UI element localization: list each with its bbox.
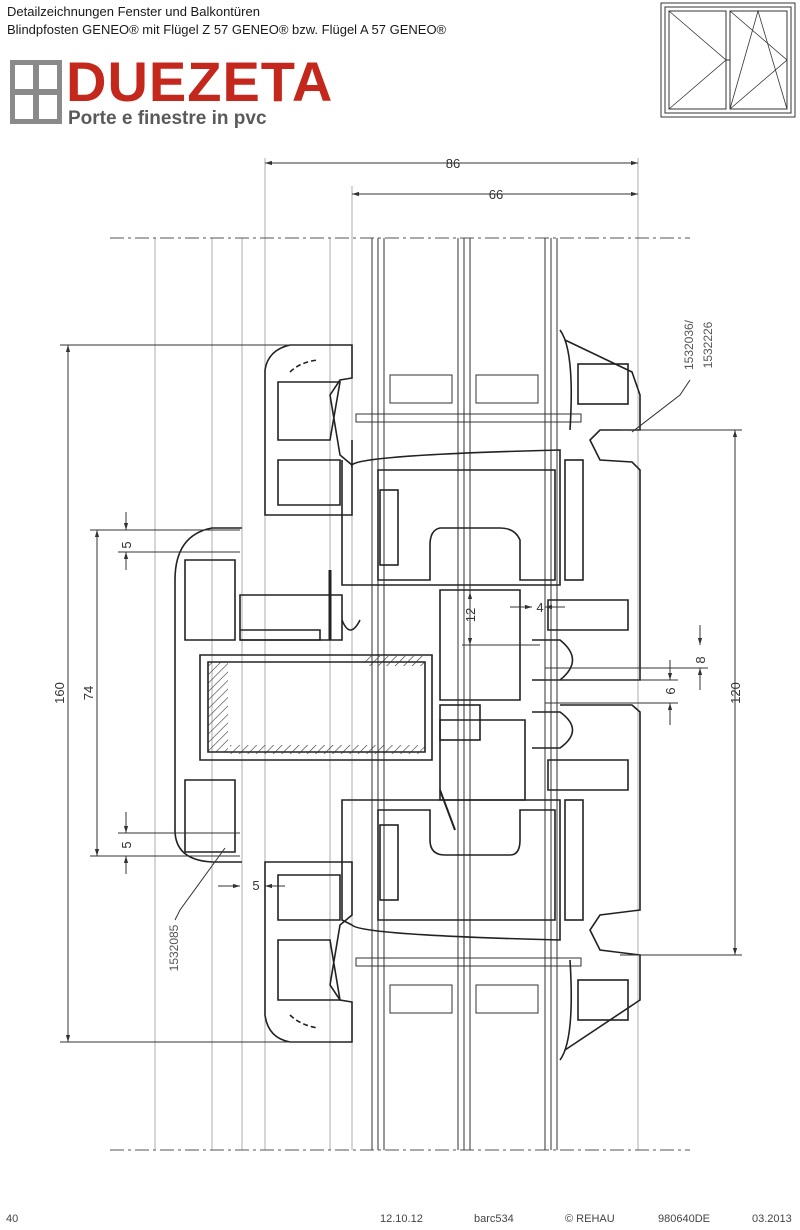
part-number-top-2: 1532226 [701, 321, 715, 368]
dim-4-label: 4 [536, 600, 543, 615]
dim-6-label: 6 [663, 687, 678, 694]
dim-5-upper-label: 5 [119, 541, 134, 548]
glazing-panes [355, 238, 582, 1150]
dim-12-label: 12 [463, 608, 478, 622]
dim-8-label: 8 [693, 656, 708, 663]
logo-wordmark: DUEZETA [66, 50, 334, 113]
logo-tagline: Porte e finestre in pvc [68, 108, 267, 129]
dim-120-label: 120 [728, 682, 743, 704]
footer-date: 12.10.12 [380, 1213, 423, 1225]
dim-74-label: 74 [81, 686, 96, 700]
dim-86-label: 86 [446, 156, 460, 171]
footer-page-number: 40 [6, 1213, 19, 1225]
footer-document-number: 980640DE [658, 1213, 710, 1225]
window-logo-icon [10, 60, 62, 124]
lower-sash-profile [264, 704, 641, 1061]
dim-66-label: 66 [489, 187, 503, 202]
dim-5-lower-label: 5 [119, 841, 134, 848]
part-number-top-1: 1532036/ [682, 319, 696, 370]
upper-sash-profile [264, 329, 641, 681]
footer-copyright: © REHAU [565, 1213, 615, 1225]
part-number-bottom: 1532085 [167, 924, 181, 971]
header-title: Detailzeichnungen Fenster und Balkontüre… [7, 4, 260, 19]
center-lines [110, 237, 690, 1151]
dimension-lines [60, 160, 742, 1043]
dim-5-horizontal-label: 5 [252, 878, 259, 893]
dim-160-label: 160 [52, 682, 67, 704]
header-subtitle: Blindpfosten GENEO® mit Flügel Z 57 GENE… [7, 22, 447, 37]
window-elevation-icon [660, 2, 796, 118]
reference-lines [154, 158, 639, 1150]
footer-edition: 03.2013 [752, 1213, 792, 1225]
footer-code: barc534 [474, 1213, 514, 1225]
